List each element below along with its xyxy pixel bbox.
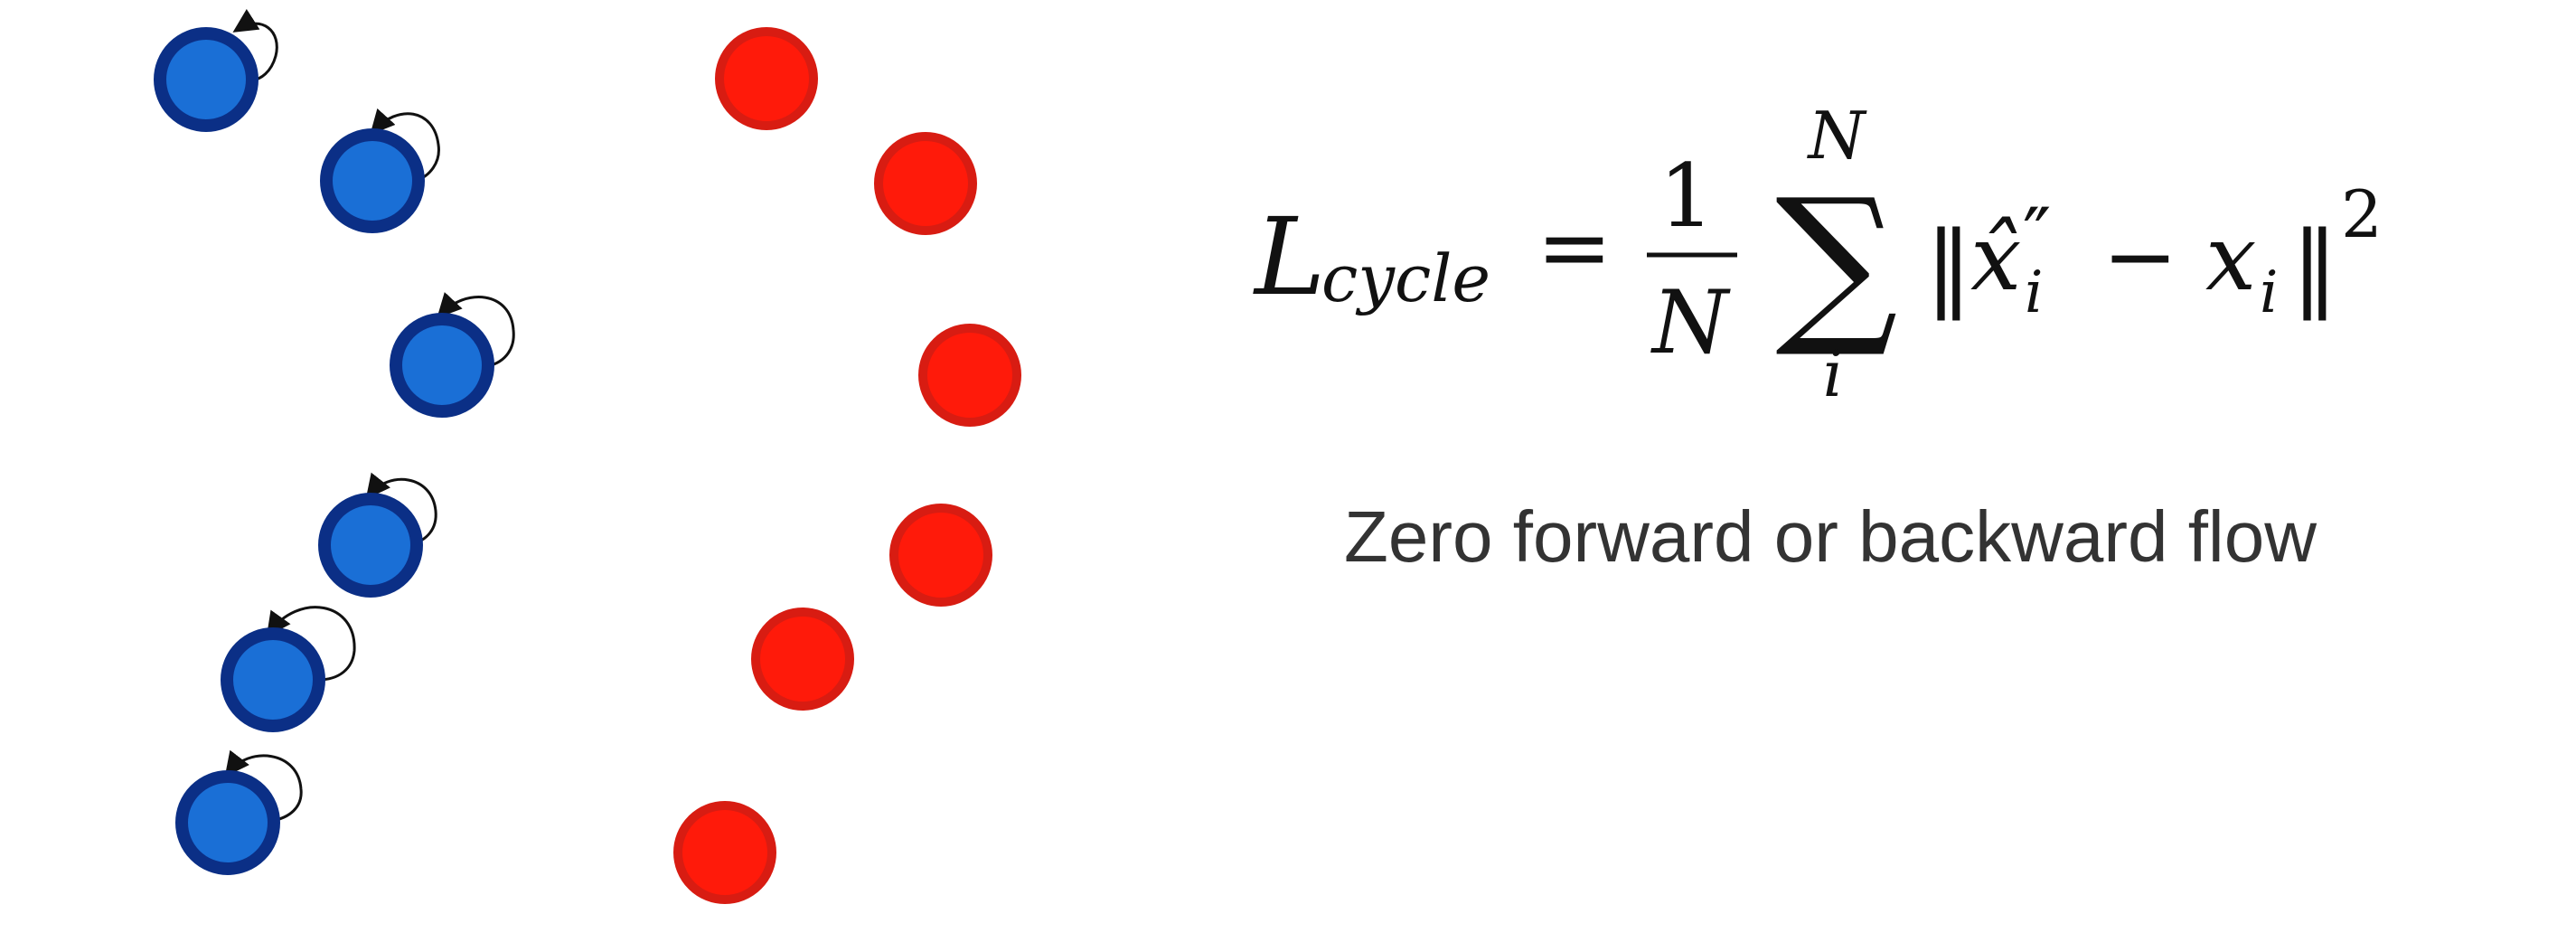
blue-point bbox=[154, 27, 259, 132]
fraction-numerator: 1 bbox=[1659, 146, 1714, 247]
red-point bbox=[673, 801, 776, 904]
sum-lower-limit: i bbox=[1823, 337, 1843, 411]
fraction-denominator: N bbox=[1650, 272, 1731, 373]
minus-sign: − bbox=[2102, 203, 2178, 309]
equals-sign: = bbox=[1537, 194, 1612, 300]
exponent: 2 bbox=[2341, 176, 2383, 252]
blue-point-node bbox=[320, 108, 440, 233]
self-loop-arrow bbox=[224, 749, 303, 823]
blue-point-node bbox=[318, 472, 437, 598]
blue-point bbox=[221, 627, 325, 732]
sum-upper-limit: N bbox=[1807, 98, 1868, 174]
x-hat: x̂ bbox=[1970, 205, 2021, 311]
red-point bbox=[715, 27, 818, 130]
red-point bbox=[889, 504, 992, 607]
x-hat-subscript: i bbox=[2025, 259, 2043, 326]
red-points bbox=[673, 27, 1021, 904]
blue-points bbox=[154, 8, 515, 875]
x-subscript: i bbox=[2260, 259, 2278, 326]
summation-symbol: ∑ bbox=[1775, 162, 1898, 362]
loss-subscript: cycle bbox=[1321, 240, 1490, 316]
blue-point bbox=[318, 493, 423, 598]
red-point bbox=[751, 608, 854, 711]
blue-point-node bbox=[221, 606, 356, 732]
double-prime: ″ bbox=[2023, 192, 2051, 280]
blue-point bbox=[390, 313, 494, 418]
blue-point-node bbox=[175, 749, 303, 875]
red-point bbox=[918, 324, 1021, 427]
blue-point-node bbox=[154, 8, 278, 132]
self-loop-arrow bbox=[437, 292, 515, 368]
norm-open: ‖ bbox=[1925, 211, 1972, 321]
self-loop-arrow bbox=[365, 472, 437, 546]
cycle-loss-formula: L cycle = 1 N N ∑ i ‖ x̂ ″ i − x i ‖ 2 bbox=[1253, 98, 2383, 411]
self-loop-arrow bbox=[370, 108, 440, 183]
blue-point bbox=[320, 128, 425, 233]
red-point bbox=[874, 132, 977, 235]
blue-point-node bbox=[390, 292, 515, 418]
x-variable: x bbox=[2205, 205, 2256, 311]
norm-close: ‖ bbox=[2291, 211, 2338, 321]
self-loop-arrow bbox=[232, 8, 278, 81]
self-loop-arrow bbox=[266, 606, 356, 682]
blue-point bbox=[175, 770, 280, 875]
loss-symbol: L bbox=[1253, 194, 1325, 319]
caption-text: Zero forward or backward flow bbox=[1344, 496, 2317, 577]
